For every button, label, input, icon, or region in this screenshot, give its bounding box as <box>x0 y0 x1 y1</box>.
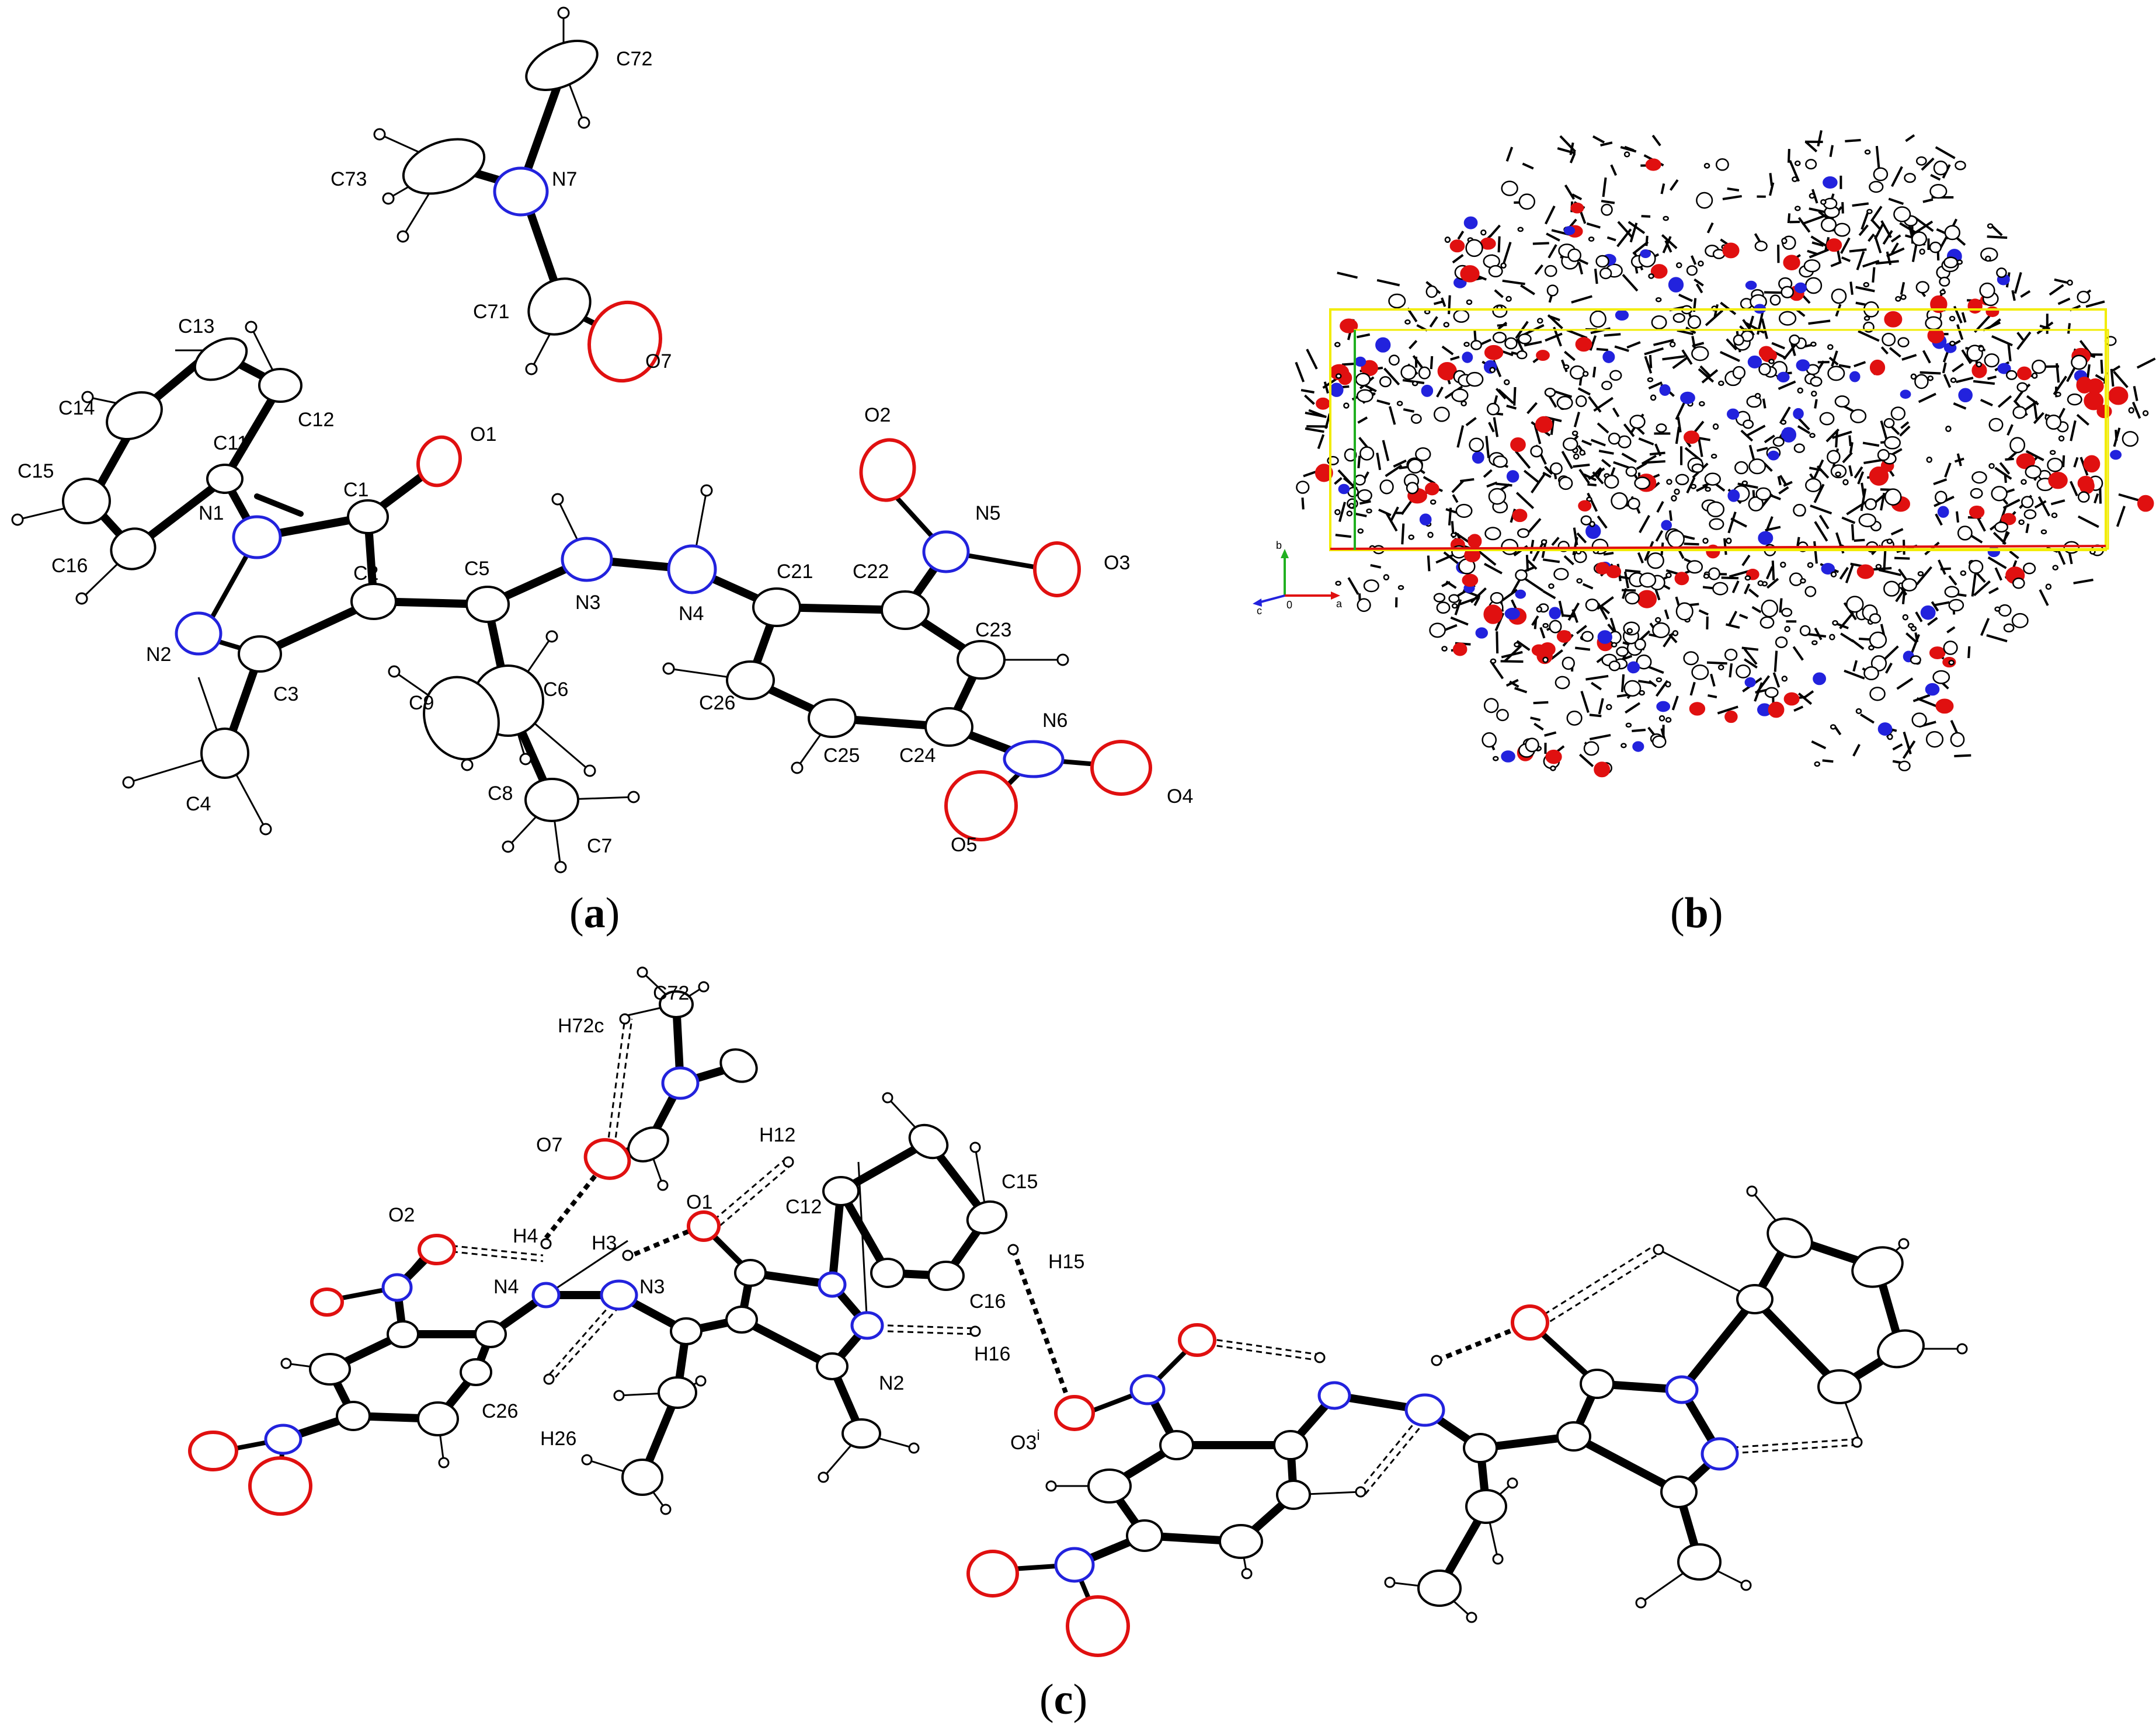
label-c-14: H16 <box>974 1343 1010 1365</box>
label-a-22: O3 <box>1104 552 1130 574</box>
panel-a-molecule: C72 C73 N7 C71 O7 C13 C12 C14 C11 O1 C15… <box>11 6 1193 937</box>
label-a-15: C5 <box>464 558 489 580</box>
label-a-18: C21 <box>777 561 813 583</box>
label-c-13: C16 <box>969 1290 1006 1313</box>
label-c-3: H12 <box>759 1124 795 1146</box>
label-a-29: C8 <box>488 782 513 805</box>
label-c-0: C72 <box>653 982 689 1004</box>
label-a-24: C3 <box>273 683 298 705</box>
axis-label-b: b <box>1276 540 1282 551</box>
label-a-32: N6 <box>1042 709 1067 732</box>
label-a-33: C4 <box>186 793 211 815</box>
label-a-19: C22 <box>853 561 889 583</box>
label-c-sym: O3i <box>1010 1428 1040 1454</box>
label-c-10: H15 <box>1048 1251 1084 1273</box>
panel-a-h-atoms <box>11 6 1069 874</box>
label-a-6: C12 <box>298 409 334 431</box>
label-a-14: C2 <box>353 562 378 584</box>
label-a-9: O1 <box>470 423 496 446</box>
label-a-36: O4 <box>1167 785 1193 808</box>
label-c-15: N2 <box>879 1372 904 1394</box>
label-a-30: C25 <box>823 744 860 767</box>
label-c-16: C26 <box>482 1400 518 1422</box>
panel-a-labels: C72 C73 N7 C71 O7 C13 C12 C14 C11 O1 C15… <box>18 48 1193 857</box>
label-c-7: H3 <box>592 1232 617 1254</box>
label-a-34: C7 <box>587 835 612 857</box>
label-c-8: C12 <box>785 1196 822 1218</box>
caption-a: (a) <box>569 889 620 937</box>
label-a-25: C6 <box>543 678 568 701</box>
label-c-9: C15 <box>1002 1171 1038 1193</box>
caption-c: (c) <box>1039 1676 1087 1724</box>
label-c-4: O1 <box>686 1191 712 1213</box>
panel-c-bonds <box>220 1000 1905 1623</box>
label-a-12: C1 <box>343 479 368 501</box>
label-a-26: C23 <box>975 619 1011 641</box>
label-a-11: N1 <box>199 502 224 524</box>
panel-c-hbond-dashes <box>432 1018 1855 1495</box>
axis-label-origin: 0 <box>1286 599 1292 611</box>
label-a-0: C72 <box>616 48 652 70</box>
label-a-20: O2 <box>864 404 891 426</box>
axis-triad: b a c 0 <box>1253 540 1343 617</box>
panel-b-packing: b a c 0 (b) <box>1253 130 2156 937</box>
label-c-12: N3 <box>639 1276 665 1298</box>
panel-c-labels: C72 H72c O7 H12 O1 O2 H4 H3 C12 C15 H15 … <box>388 982 1084 1454</box>
caption-b: (b) <box>1670 889 1723 937</box>
panel-a-atoms <box>62 40 1152 841</box>
label-c-17: H26 <box>540 1428 576 1450</box>
panel-c-h-atoms <box>280 966 1968 1623</box>
panel-c-hbond-network: C72 H72c O7 H12 O1 O2 H4 H3 C12 C15 H15 … <box>188 966 1968 1724</box>
label-a-21: N5 <box>975 502 1000 524</box>
axis-label-a: a <box>1336 598 1343 610</box>
label-a-23: N2 <box>146 643 171 666</box>
label-a-31: C24 <box>899 744 936 767</box>
axis-label-c: c <box>1257 605 1262 617</box>
label-a-13: C16 <box>51 555 88 577</box>
label-a-16: N3 <box>575 591 600 614</box>
cell-axis-a-edge <box>1330 545 2106 550</box>
label-c-2: O7 <box>536 1134 562 1156</box>
label-c-11: N4 <box>493 1276 519 1298</box>
label-a-28: C9 <box>409 692 434 714</box>
label-a-27: C26 <box>699 692 735 714</box>
label-a-8: C11 <box>213 432 248 454</box>
panel-c-atoms <box>188 990 1925 1657</box>
label-a-35: O5 <box>951 834 977 856</box>
label-c-1: H72c <box>558 1015 604 1037</box>
label-c-6: H4 <box>513 1225 538 1247</box>
packing-atoms <box>1295 130 2156 778</box>
label-a-10: C15 <box>18 460 54 482</box>
label-a-17: N4 <box>679 603 704 625</box>
unit-cell-front <box>1329 308 2107 551</box>
label-a-2: N7 <box>552 168 577 190</box>
label-a-3: C71 <box>473 301 509 323</box>
label-a-5: C13 <box>178 315 214 337</box>
label-c-5: O2 <box>388 1204 415 1226</box>
label-a-4: O7 <box>645 350 672 373</box>
label-a-7: C14 <box>58 397 95 419</box>
label-a-1: C73 <box>331 168 367 190</box>
